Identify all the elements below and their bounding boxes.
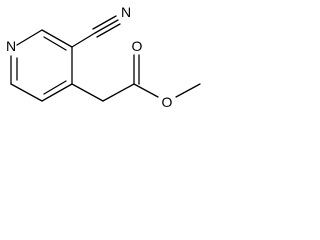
structural-formula: N N O O xyxy=(6,4,201,110)
ring-bond-c5-c6 xyxy=(10,83,43,102)
carbonyl-to-ester-oxygen-bond xyxy=(133,83,159,98)
ring-to-ch2-bond xyxy=(71,83,104,102)
ring-bond-c2-c3 xyxy=(41,29,73,48)
ring-bond-c4-c5 xyxy=(41,83,73,102)
nitrile-triple-bond-2 xyxy=(92,15,117,30)
ring-bond-n-c2 xyxy=(16,29,43,46)
ring-double-bond-c4-c5 xyxy=(43,80,67,95)
ring-nitrogen-label: N xyxy=(6,38,16,54)
ch2-to-carbonyl-bond xyxy=(102,83,135,102)
nitrile-triple-bond-1 xyxy=(94,19,119,34)
nitrile-single-bond xyxy=(71,32,96,48)
nitrile-nitrogen-label: N xyxy=(121,4,131,20)
carbonyl-oxygen-label: O xyxy=(132,38,143,54)
ester-oxygen-label: O xyxy=(162,94,173,110)
nitrile-triple-bond-3 xyxy=(96,23,121,38)
ester-oxygen-to-methyl-bond xyxy=(175,83,201,98)
ring-double-bond-c2-c3 xyxy=(43,36,67,51)
